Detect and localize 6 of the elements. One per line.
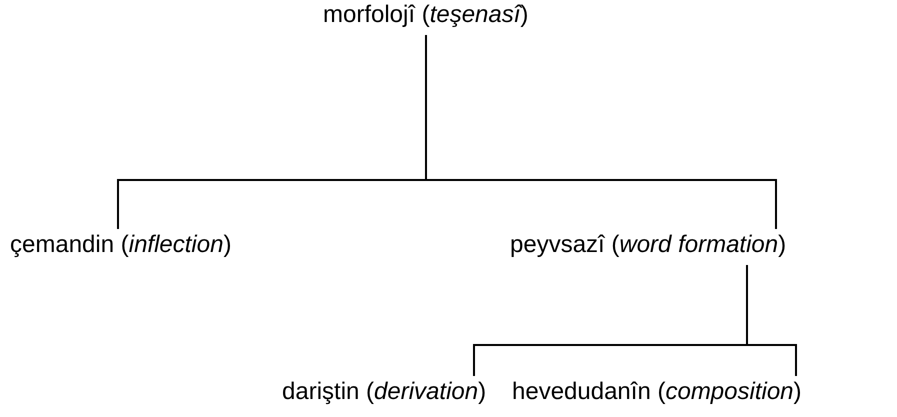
tree-connector <box>425 35 777 229</box>
term-label: hevedudanîn (composition) <box>512 378 802 406</box>
term-label: morfolojî (teşenasî) <box>323 1 528 29</box>
term-label: dariştin (derivation) <box>282 378 486 406</box>
term-label: peyvsazî (word formation) <box>510 231 786 259</box>
term-label: çemandin (inflection) <box>10 231 232 259</box>
